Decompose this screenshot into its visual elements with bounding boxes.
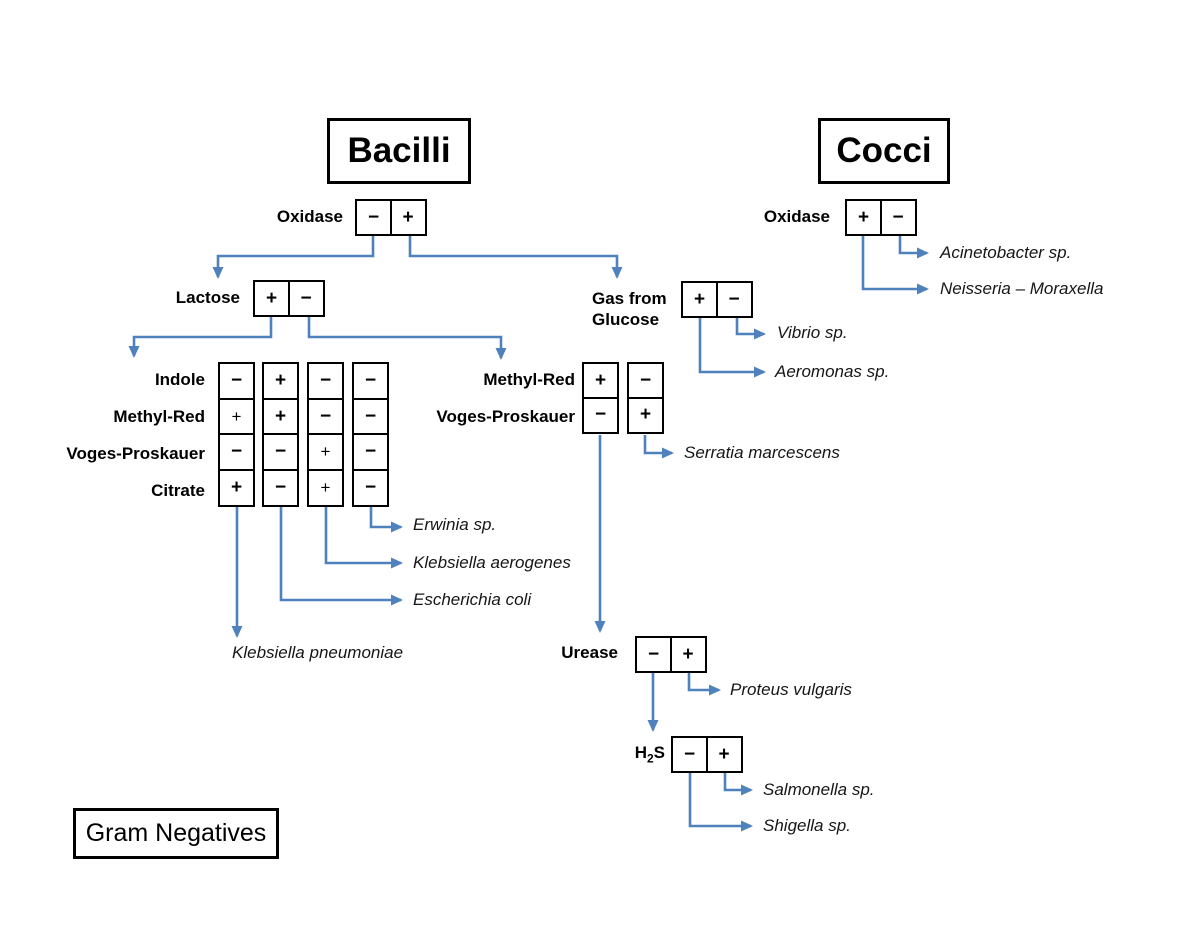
result-cell: − xyxy=(287,280,325,317)
mrvp-row-label-methyl-red: Methyl-Red xyxy=(483,370,575,389)
ivc-row-label-citrate: Citrate xyxy=(151,481,205,500)
lactose-result-box: + − xyxy=(253,280,325,317)
arrow-h2s-neg-to-shigella xyxy=(688,771,753,832)
species-erwinia: Erwinia sp. xyxy=(413,515,497,534)
h2s-label-base: H xyxy=(634,743,647,762)
ivc-column-2: + + − − xyxy=(262,362,299,507)
arrow-cocci-oxidase-pos-to-neisseria xyxy=(861,234,929,295)
species-shigella: Shigella sp. xyxy=(763,816,851,835)
result-cell: + xyxy=(845,199,882,236)
species-serratia: Serratia marcescens xyxy=(684,443,840,462)
arrow-bacilli-oxidase-neg-to-lactose xyxy=(212,234,375,279)
arrow-cocci-oxidase-neg-to-acinetobacter xyxy=(898,234,929,259)
result-cell: + xyxy=(262,397,299,436)
species-klebsiella-pneumoniae: Klebsiella pneumoniae xyxy=(232,643,404,662)
gas-from-glucose-label: Gas from Glucose xyxy=(592,288,677,332)
result-cell: − xyxy=(627,362,664,399)
result-cell: − xyxy=(262,433,299,471)
result-cell: + xyxy=(218,397,255,436)
arrow-ivc-col3-to-klebsiella-aerogenes xyxy=(324,506,403,569)
cocci-title-box: Cocci xyxy=(818,118,950,184)
result-cell: − xyxy=(355,199,392,236)
result-cell: + xyxy=(389,199,427,236)
arrow-urease-pos-to-proteus xyxy=(687,671,721,696)
result-cell: − xyxy=(262,468,299,507)
species-proteus: Proteus vulgaris xyxy=(730,680,852,699)
arrow-ivc-col2-to-escherichia-coli xyxy=(279,506,403,606)
lactose-label: Lactose xyxy=(175,288,240,307)
arrow-bacilli-oxidase-pos-to-gas-from-glucose xyxy=(408,234,623,279)
result-cell: + xyxy=(669,636,707,673)
arrow-lactose-pos-to-ivc-panel xyxy=(128,315,273,358)
species-aeromonas: Aeromonas sp. xyxy=(775,362,890,381)
bacilli-oxidase-result-box: − + xyxy=(355,199,427,236)
result-cell: + xyxy=(627,396,664,434)
ivc-row-label-voges-proskauer: Voges-Proskauer xyxy=(66,444,205,463)
result-cell: − xyxy=(218,362,255,400)
result-cell: − xyxy=(671,736,708,773)
species-salmonella: Salmonella sp. xyxy=(763,780,875,799)
result-cell: − xyxy=(879,199,917,236)
urease-result-box: − + xyxy=(635,636,707,673)
species-acinetobacter: Acinetobacter sp. xyxy=(940,243,1072,262)
bacilli-oxidase-label: Oxidase xyxy=(276,207,343,226)
result-cell: − xyxy=(582,396,619,434)
arrow-gas-neg-to-vibrio xyxy=(735,316,766,340)
gram-negatives-title: Gram Negatives xyxy=(85,819,267,847)
cocci-title: Cocci xyxy=(836,131,932,170)
arrow-ivc-col4-to-erwinia xyxy=(369,506,403,533)
ivc-column-4: − − − − xyxy=(352,362,389,507)
ivc-row-label-indole: Indole xyxy=(154,370,205,389)
result-cell: + xyxy=(705,736,743,773)
result-cell: − xyxy=(352,468,389,507)
result-cell: + xyxy=(253,280,290,317)
ivc-row-label-methyl-red: Methyl-Red xyxy=(113,407,205,426)
species-klebsiella-aerogenes: Klebsiella aerogenes xyxy=(413,553,571,572)
result-cell: − xyxy=(352,433,389,471)
result-cell: + xyxy=(218,468,255,507)
result-cell: − xyxy=(307,362,344,400)
bacilli-title: Bacilli xyxy=(347,131,451,170)
result-cell: + xyxy=(681,281,718,318)
urease-label: Urease xyxy=(561,643,618,662)
h2s-label-sub: 2 xyxy=(646,751,654,766)
result-cell: + xyxy=(307,433,344,471)
h2s-label-tail: S xyxy=(653,743,665,762)
mrvp-column-1: + − xyxy=(582,362,619,434)
bacilli-title-box: Bacilli xyxy=(327,118,471,184)
h2s-result-box: − + xyxy=(671,736,743,773)
species-escherichia-coli: Escherichia coli xyxy=(413,590,532,609)
h2s-label: H2S xyxy=(595,742,665,766)
result-cell: − xyxy=(352,397,389,436)
mrvp-row-label-voges-proskauer: Voges-Proskauer xyxy=(436,407,575,426)
result-cell: − xyxy=(635,636,672,673)
cocci-oxidase-label: Oxidase xyxy=(763,207,830,226)
ivc-column-3: − − + + xyxy=(307,362,344,507)
arrow-h2s-pos-to-salmonella xyxy=(723,771,753,796)
gas-from-glucose-result-box: + − xyxy=(681,281,753,318)
result-cell: + xyxy=(582,362,619,399)
result-cell: − xyxy=(352,362,389,400)
result-cell: + xyxy=(307,468,344,507)
result-cell: − xyxy=(218,433,255,471)
species-vibrio: Vibrio sp. xyxy=(777,323,848,342)
arrow-gas-pos-to-aeromonas xyxy=(698,316,766,378)
result-cell: − xyxy=(307,397,344,436)
gas-from-glucose-label-line2: Glucose xyxy=(592,310,660,329)
species-neisseria-moraxella: Neisseria – Moraxella xyxy=(940,279,1104,298)
ivc-column-1: − + − + xyxy=(218,362,255,507)
cocci-oxidase-result-box: + − xyxy=(845,199,917,236)
arrow-lactose-neg-to-mrvp-panel xyxy=(307,315,507,360)
result-cell: − xyxy=(715,281,753,318)
mrvp-column-2: − + xyxy=(627,362,664,434)
arrow-mrvp-col2-to-serratia xyxy=(643,435,674,459)
gas-from-glucose-label-line1: Gas from xyxy=(592,289,667,308)
gram-negatives-box: Gram Negatives xyxy=(73,808,279,859)
result-cell: + xyxy=(262,362,299,400)
